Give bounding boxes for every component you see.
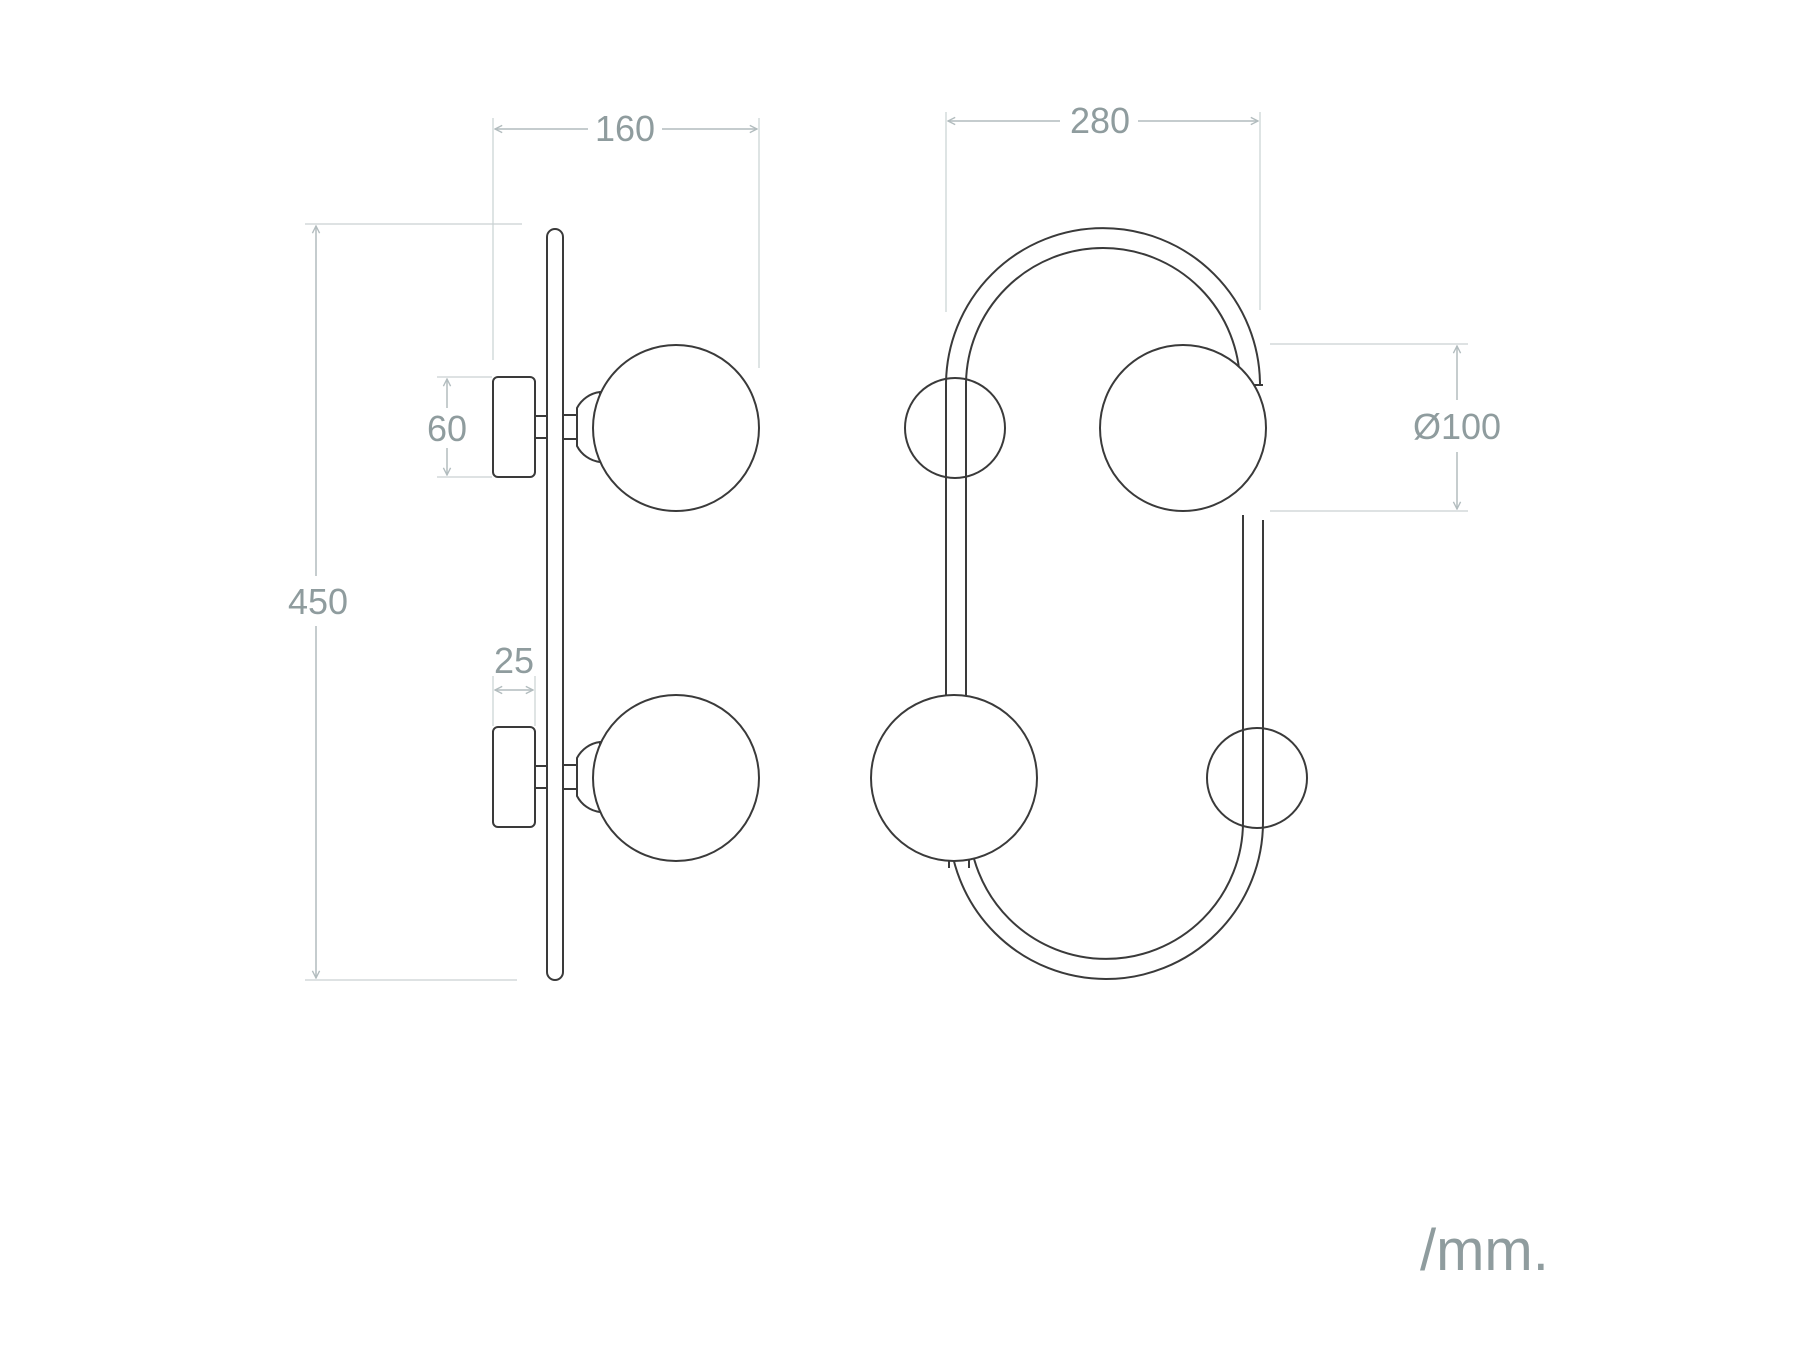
dim-canopy-height-label: 60 [427,408,467,449]
bottom-arm [492,694,760,862]
front-mount-disc-left [904,377,1006,479]
top-arm [492,344,760,512]
top-connector [562,414,578,440]
bottom-connector [562,764,578,790]
dim-front-width: 280 [945,100,1261,312]
back-plate [546,228,564,981]
front-mount-disc-right [1206,727,1308,829]
top-canopy-stem [534,415,548,439]
dim-canopy-height: 60 [427,376,492,478]
bottom-globe [592,694,760,862]
bottom-canopy-stem [534,765,548,789]
dim-side-depth-label: 160 [595,108,655,149]
dim-total-height-label: 450 [288,581,348,622]
bottom-canopy [492,726,536,828]
dim-canopy-depth: 25 [492,640,536,726]
side-view: 160 450 60 25 [288,108,760,981]
front-globe-bottom-left [870,694,1038,862]
unit-label: /mm. [1420,1218,1549,1283]
front-view: 280 Ø100 [870,100,1501,980]
dim-front-width-label: 280 [1070,100,1130,141]
dim-total-height: 450 [288,223,522,981]
front-frame-inner-bottom [968,515,1244,960]
front-frame-inner [965,247,1241,700]
dim-globe-diameter: Ø100 [1270,343,1501,512]
front-globe-top-right [1099,344,1267,512]
top-canopy [492,376,536,478]
dim-globe-diameter-label: Ø100 [1413,406,1501,447]
top-globe [592,344,760,512]
dim-side-depth: 160 [492,108,760,368]
front-frame-outer [945,227,1264,980]
dim-canopy-depth-label: 25 [494,640,534,681]
